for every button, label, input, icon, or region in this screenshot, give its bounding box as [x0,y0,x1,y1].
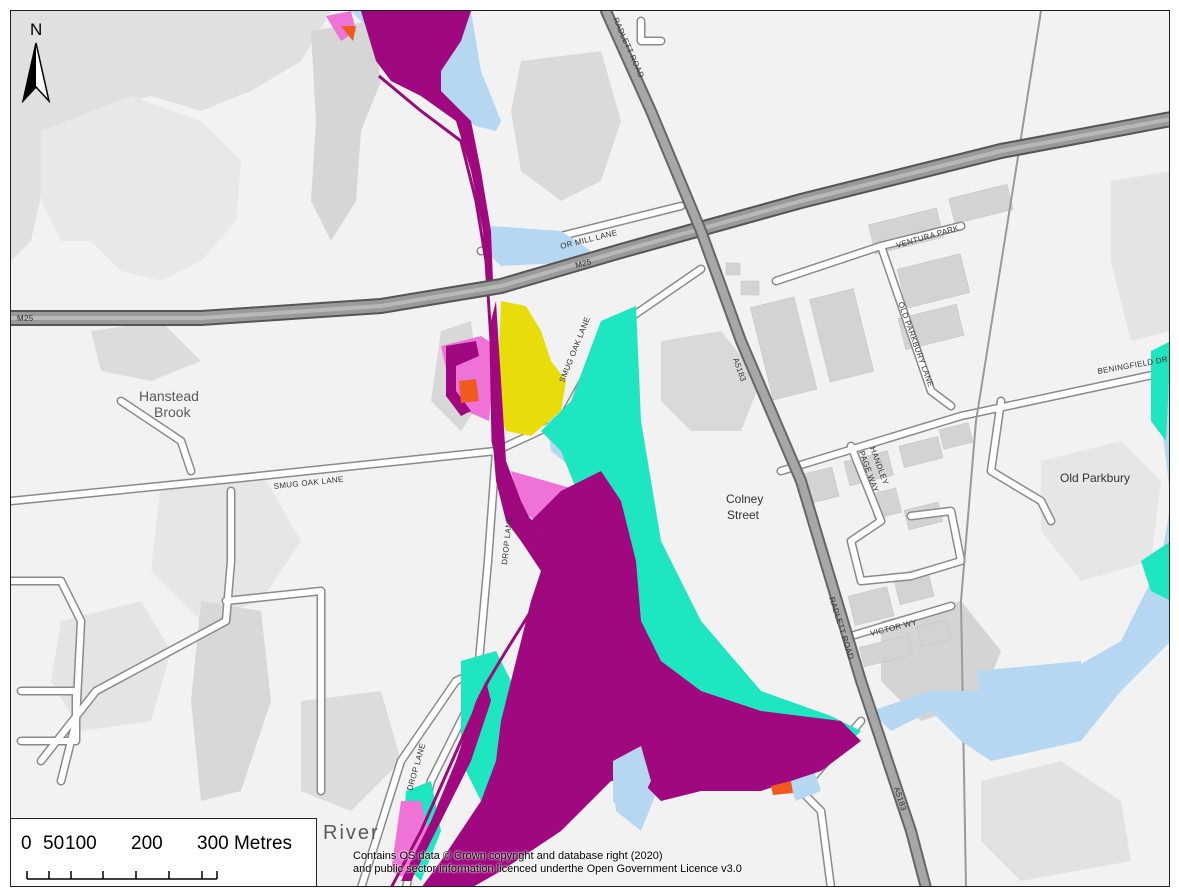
map-attribution: Contains OS data © Crown copyright and d… [353,850,742,876]
place-label-hanstead: Hanstead [139,388,199,404]
place-label-old-parkbury: Old Parkbury [1060,471,1130,485]
road-label-m25-left: M25 [17,314,34,323]
attribution-line-1: Contains OS data © Crown copyright and d… [353,850,663,862]
river-channel [378,74,548,886]
place-label-river: River [323,822,380,844]
scale-label-50: 50 [43,833,65,854]
road-label-m25-center: M25 [574,257,592,270]
scale-label-100: 100 [65,833,97,854]
scale-labels: 0 50 100 200 300 Metres [11,833,318,857]
north-label: N [30,20,42,39]
place-label-street: Street [727,508,760,522]
attribution-line-2: and public sector information licenced u… [353,863,742,875]
flood-map[interactable]: M25 M25 RADLETT ROAD RADLETT ROAD A5183 … [11,11,1170,887]
major-roads [11,11,1169,886]
scale-label-200: 200 [131,833,163,854]
flood-medium-zone [496,301,566,436]
place-label-brook: Brook [154,404,192,420]
scale-label-300: 300 Metres [197,833,293,854]
flood-deep-zone [361,11,861,886]
land-features [11,11,1169,881]
flood-light-inner [613,746,651,821]
flood-hazard-zone [341,26,793,795]
scale-label-0: 0 [21,833,32,854]
scale-ruler [26,871,218,880]
place-label-colney: Colney [726,492,763,506]
north-arrow: N [15,15,55,104]
map-frame[interactable]: M25 M25 RADLETT ROAD RADLETT ROAD A5183 … [10,10,1170,887]
scale-bar: 0 50 100 200 300 Metres [10,818,317,887]
